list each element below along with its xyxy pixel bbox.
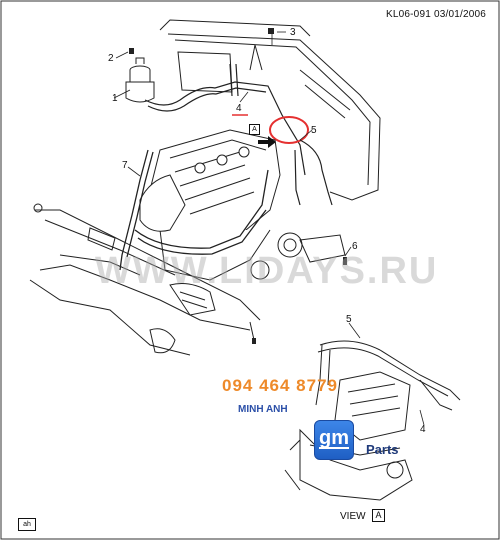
feed-hose: [119, 149, 269, 271]
dealer-name: MINH ANH: [238, 404, 288, 415]
callout-4-inset: 4: [420, 424, 426, 435]
callout-7: 7: [122, 160, 128, 171]
callout-5-inset: 5: [346, 314, 352, 325]
callout-leaders: [113, 30, 425, 426]
gm-logo: gm: [314, 420, 354, 460]
footer-tag: ah: [18, 518, 36, 531]
pressure-hose: [294, 139, 333, 206]
view-caption-letter: A: [372, 509, 385, 522]
callout-2: 2: [108, 53, 114, 64]
callout-4: 4: [236, 103, 242, 114]
gm-logo-text: gm: [319, 427, 349, 449]
phone-overlay: 094 464 8779: [222, 376, 338, 395]
highlight-circle: [269, 116, 309, 144]
view-a-marker: A: [249, 124, 260, 135]
radiator-support: [159, 19, 381, 201]
engine-block: [139, 129, 303, 281]
watermark: WWW.LIDAYS.RU: [95, 250, 439, 292]
fasteners: [129, 28, 347, 344]
return-hose: [144, 63, 306, 176]
view-caption: VIEW: [340, 511, 366, 522]
callout-5: 5: [311, 125, 317, 136]
reservoir: [125, 57, 155, 103]
callout-3: 3: [290, 27, 296, 38]
document-reference: KL06-091 03/01/2006: [386, 9, 486, 20]
callout-6: 6: [352, 241, 358, 252]
view-arrow: [258, 136, 276, 148]
parts-label: Parts: [366, 442, 399, 457]
view-a-inset: [284, 340, 461, 501]
subframe-and-rack: [29, 203, 346, 356]
callout-1: 1: [112, 93, 118, 104]
